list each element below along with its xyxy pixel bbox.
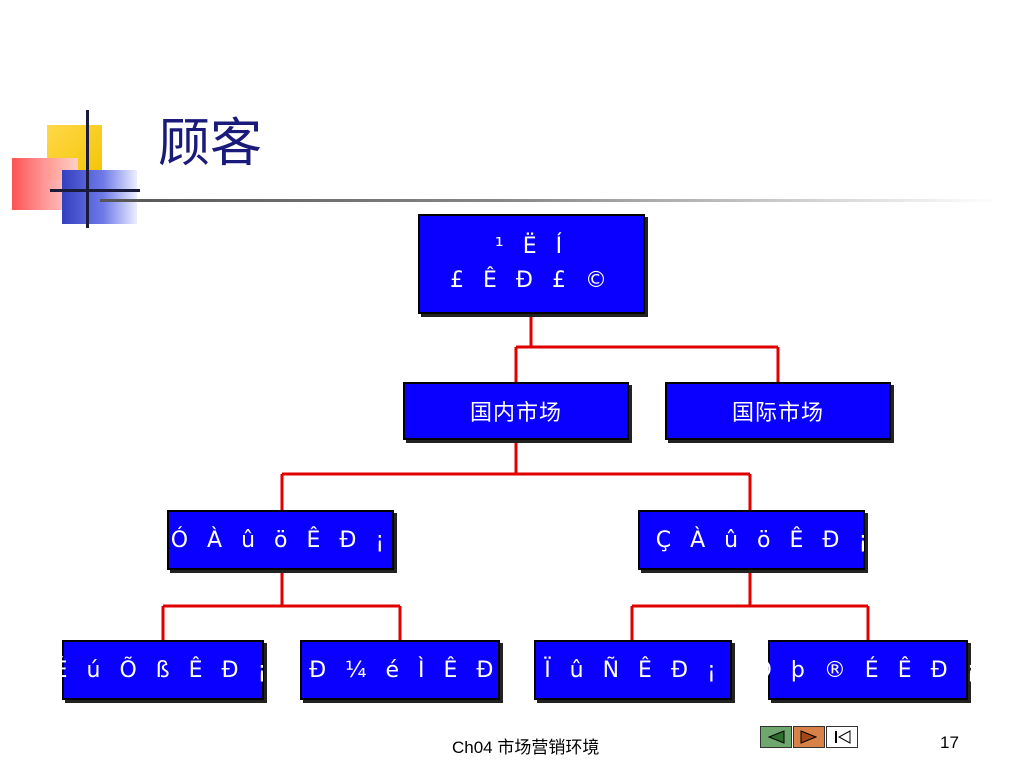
prev-slide-icon [767, 730, 785, 744]
page-number: 17 [940, 733, 959, 752]
node-root-line1: ¹ Ë Í [494, 234, 569, 259]
node-label: Ö Ð ¼ é Ì Ê Ð ¡ [272, 657, 528, 683]
node-international-market: 国际市场 [665, 382, 891, 440]
first-slide-icon [835, 730, 851, 744]
first-slide-button[interactable] [826, 726, 858, 748]
decor-blue-square [62, 170, 137, 224]
prev-slide-button[interactable] [760, 726, 792, 748]
node-domestic-market: 国内市场 [403, 382, 629, 440]
node-reseller-market: Ö Ð ¼ é Ì Ê Ð ¡ [273, 640, 521, 700]
decor-vertical-line [86, 110, 89, 228]
next-slide-icon [800, 730, 818, 744]
node-consumer-market: Ï û Ñ Ê Ð ¡ [534, 640, 732, 700]
connector-domestic-to-level2 [280, 440, 752, 510]
node-label: 国内市场 [469, 401, 562, 426]
node-producer-market: É ú Õ ß Ê Ð ¡ [54, 640, 266, 700]
connector-root-to-level1 [514, 314, 780, 383]
next-slide-button[interactable] [793, 726, 825, 748]
node-government-market: Õ þ ® É Ê Ð ¡ [755, 640, 975, 700]
connector-right-to-level3 [630, 570, 870, 641]
decor-horizontal-line [50, 189, 140, 192]
node-label: · Ç À û ö Ê Ð ¡ [629, 527, 874, 553]
title-underline [100, 199, 1000, 202]
node-root-line2: £ Ê Ð £ © [450, 268, 613, 293]
node-label: 国际市场 [731, 401, 824, 426]
footer-text: Ch04 市场营销环境 [452, 738, 600, 757]
node-label: Ó À û ö Ê Ð ¡ [170, 527, 391, 553]
connector-left-to-level3 [161, 570, 402, 641]
node-customer-markets: ¹ Ë Í £ Ê Ð £ © [418, 214, 645, 314]
node-label: Õ þ ® É Ê Ð ¡ [754, 657, 982, 683]
node-for-profit-market: Ó À û ö Ê Ð ¡ [167, 510, 394, 570]
node-non-profit-market: · Ç À û ö Ê Ð ¡ [630, 510, 867, 570]
node-label: Ï û Ñ Ê Ð ¡ [544, 657, 722, 683]
node-label: É ú Õ ß Ê Ð ¡ [53, 657, 273, 683]
slide-title: 顾客 [158, 114, 263, 174]
